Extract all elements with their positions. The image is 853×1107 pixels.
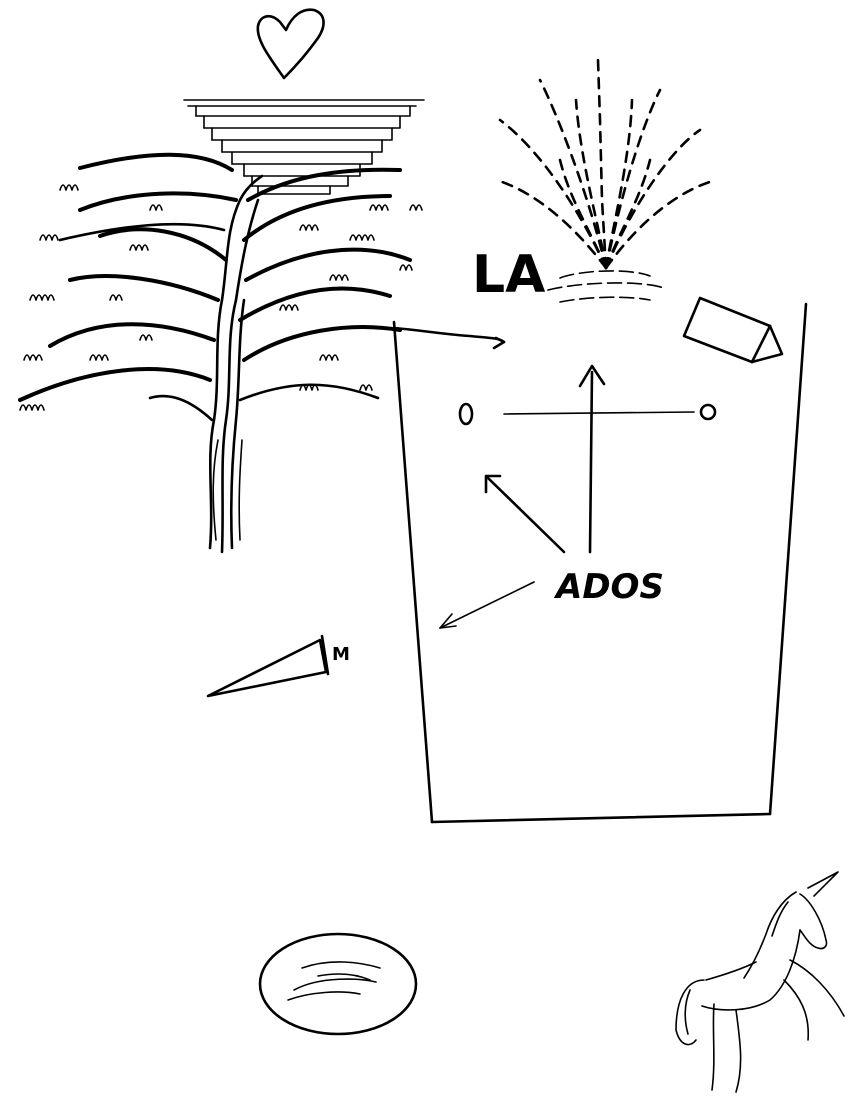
center-label: ADOS	[553, 567, 664, 607]
oval-pond-icon	[260, 934, 416, 1034]
willow-tree-icon	[20, 155, 422, 552]
unicorn-icon	[676, 872, 844, 1092]
cone-icon: M	[208, 636, 350, 696]
cone-mark: M	[332, 644, 350, 665]
top-label: LA	[472, 245, 545, 305]
tilted-box-icon	[684, 298, 782, 362]
heart-icon	[258, 10, 324, 78]
circle-pair	[460, 404, 715, 424]
room-outline	[394, 304, 806, 822]
